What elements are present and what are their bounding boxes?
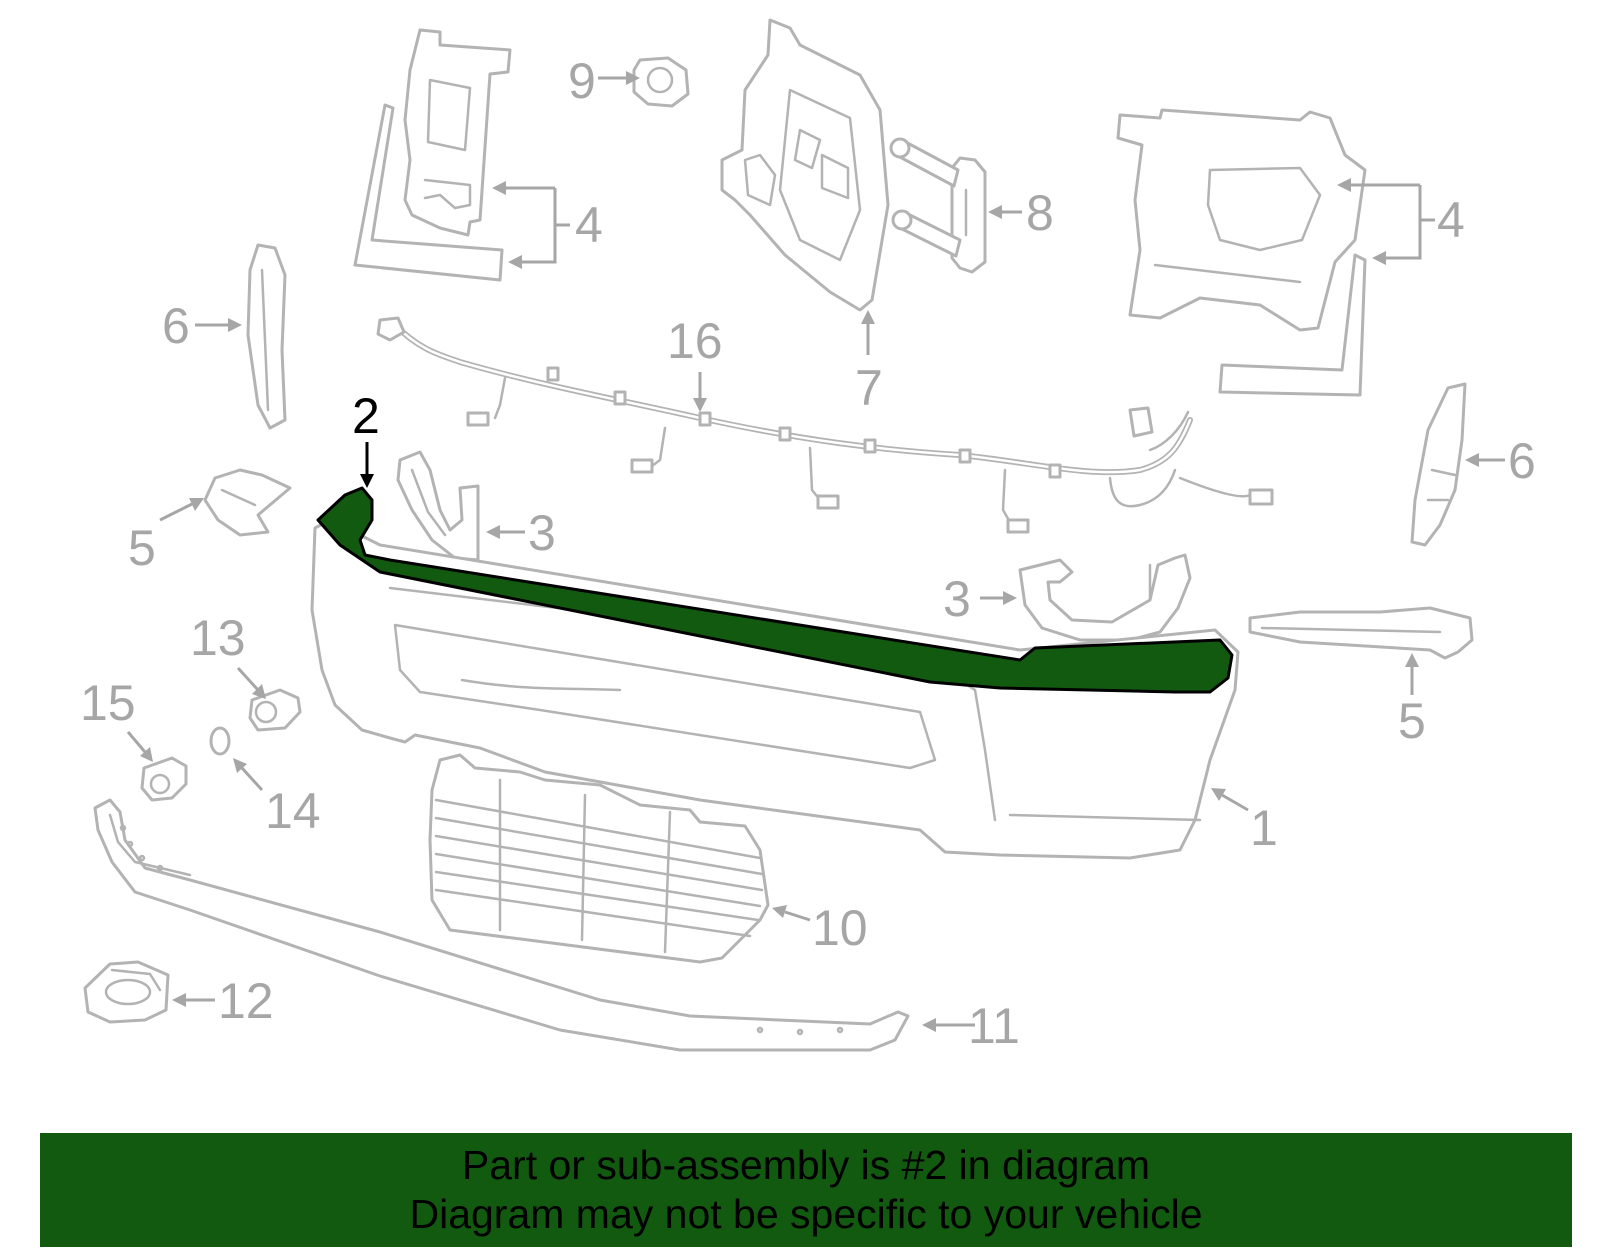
part-8-bolts xyxy=(889,137,987,274)
part-14-ring xyxy=(209,726,231,756)
callout-16: 16 xyxy=(667,313,723,369)
part-16-wiring-harness xyxy=(376,316,1274,534)
callout-labels: 9 4 8 7 4 6 6 16 2 5 3 3 13 15 5 1 14 10… xyxy=(80,53,1536,1054)
callout-10: 10 xyxy=(812,900,868,956)
part-3-left xyxy=(396,450,480,562)
callout-5-left: 5 xyxy=(128,520,156,576)
callout-1: 1 xyxy=(1250,800,1278,856)
callout-7: 7 xyxy=(855,360,883,416)
callout-5-right: 5 xyxy=(1398,693,1426,749)
part-15-bezel xyxy=(140,756,188,802)
callout-15: 15 xyxy=(80,675,136,731)
info-banner: Part or sub-assembly is #2 in diagram Di… xyxy=(40,1133,1572,1247)
part-3-right xyxy=(1018,553,1192,642)
callout-13: 13 xyxy=(190,610,246,666)
banner-line-part-number: Part or sub-assembly is #2 in diagram xyxy=(461,1142,1151,1188)
leader-lines xyxy=(126,71,1505,1032)
callout-4-left: 4 xyxy=(575,197,603,253)
callout-2: 2 xyxy=(352,388,380,444)
part-7-bracket xyxy=(720,18,890,312)
callout-3-left: 3 xyxy=(528,505,556,561)
callout-4-right: 4 xyxy=(1437,192,1465,248)
part-13-sensor xyxy=(248,688,302,732)
parts-diagram: 9 4 8 7 4 6 6 16 2 5 3 3 13 15 5 1 14 10… xyxy=(80,18,1536,1054)
part-5-right xyxy=(1248,606,1474,660)
part-2-bumper-cap-highlighted xyxy=(316,486,1234,694)
callout-11: 11 xyxy=(968,998,1020,1054)
part-6-left xyxy=(246,243,287,430)
part-12-tow-bracket xyxy=(83,960,170,1024)
callout-6-left: 6 xyxy=(162,298,190,354)
part-5-left xyxy=(203,468,292,537)
callout-3-right: 3 xyxy=(943,571,971,627)
callout-9: 9 xyxy=(568,53,596,109)
banner-line-disclaimer: Diagram may not be specific to your vehi… xyxy=(409,1191,1203,1237)
part-6-right xyxy=(1410,382,1467,547)
callout-6-right: 6 xyxy=(1508,433,1536,489)
part-4-left-bracket xyxy=(353,28,512,282)
callout-12: 12 xyxy=(218,973,274,1029)
part-11-skid-plate xyxy=(93,798,910,1052)
part-10-grille xyxy=(428,753,770,964)
callout-14: 14 xyxy=(265,783,321,839)
part-4-right-bracket xyxy=(1116,108,1367,397)
callout-8: 8 xyxy=(1026,185,1054,241)
part-9-nut xyxy=(632,56,690,108)
